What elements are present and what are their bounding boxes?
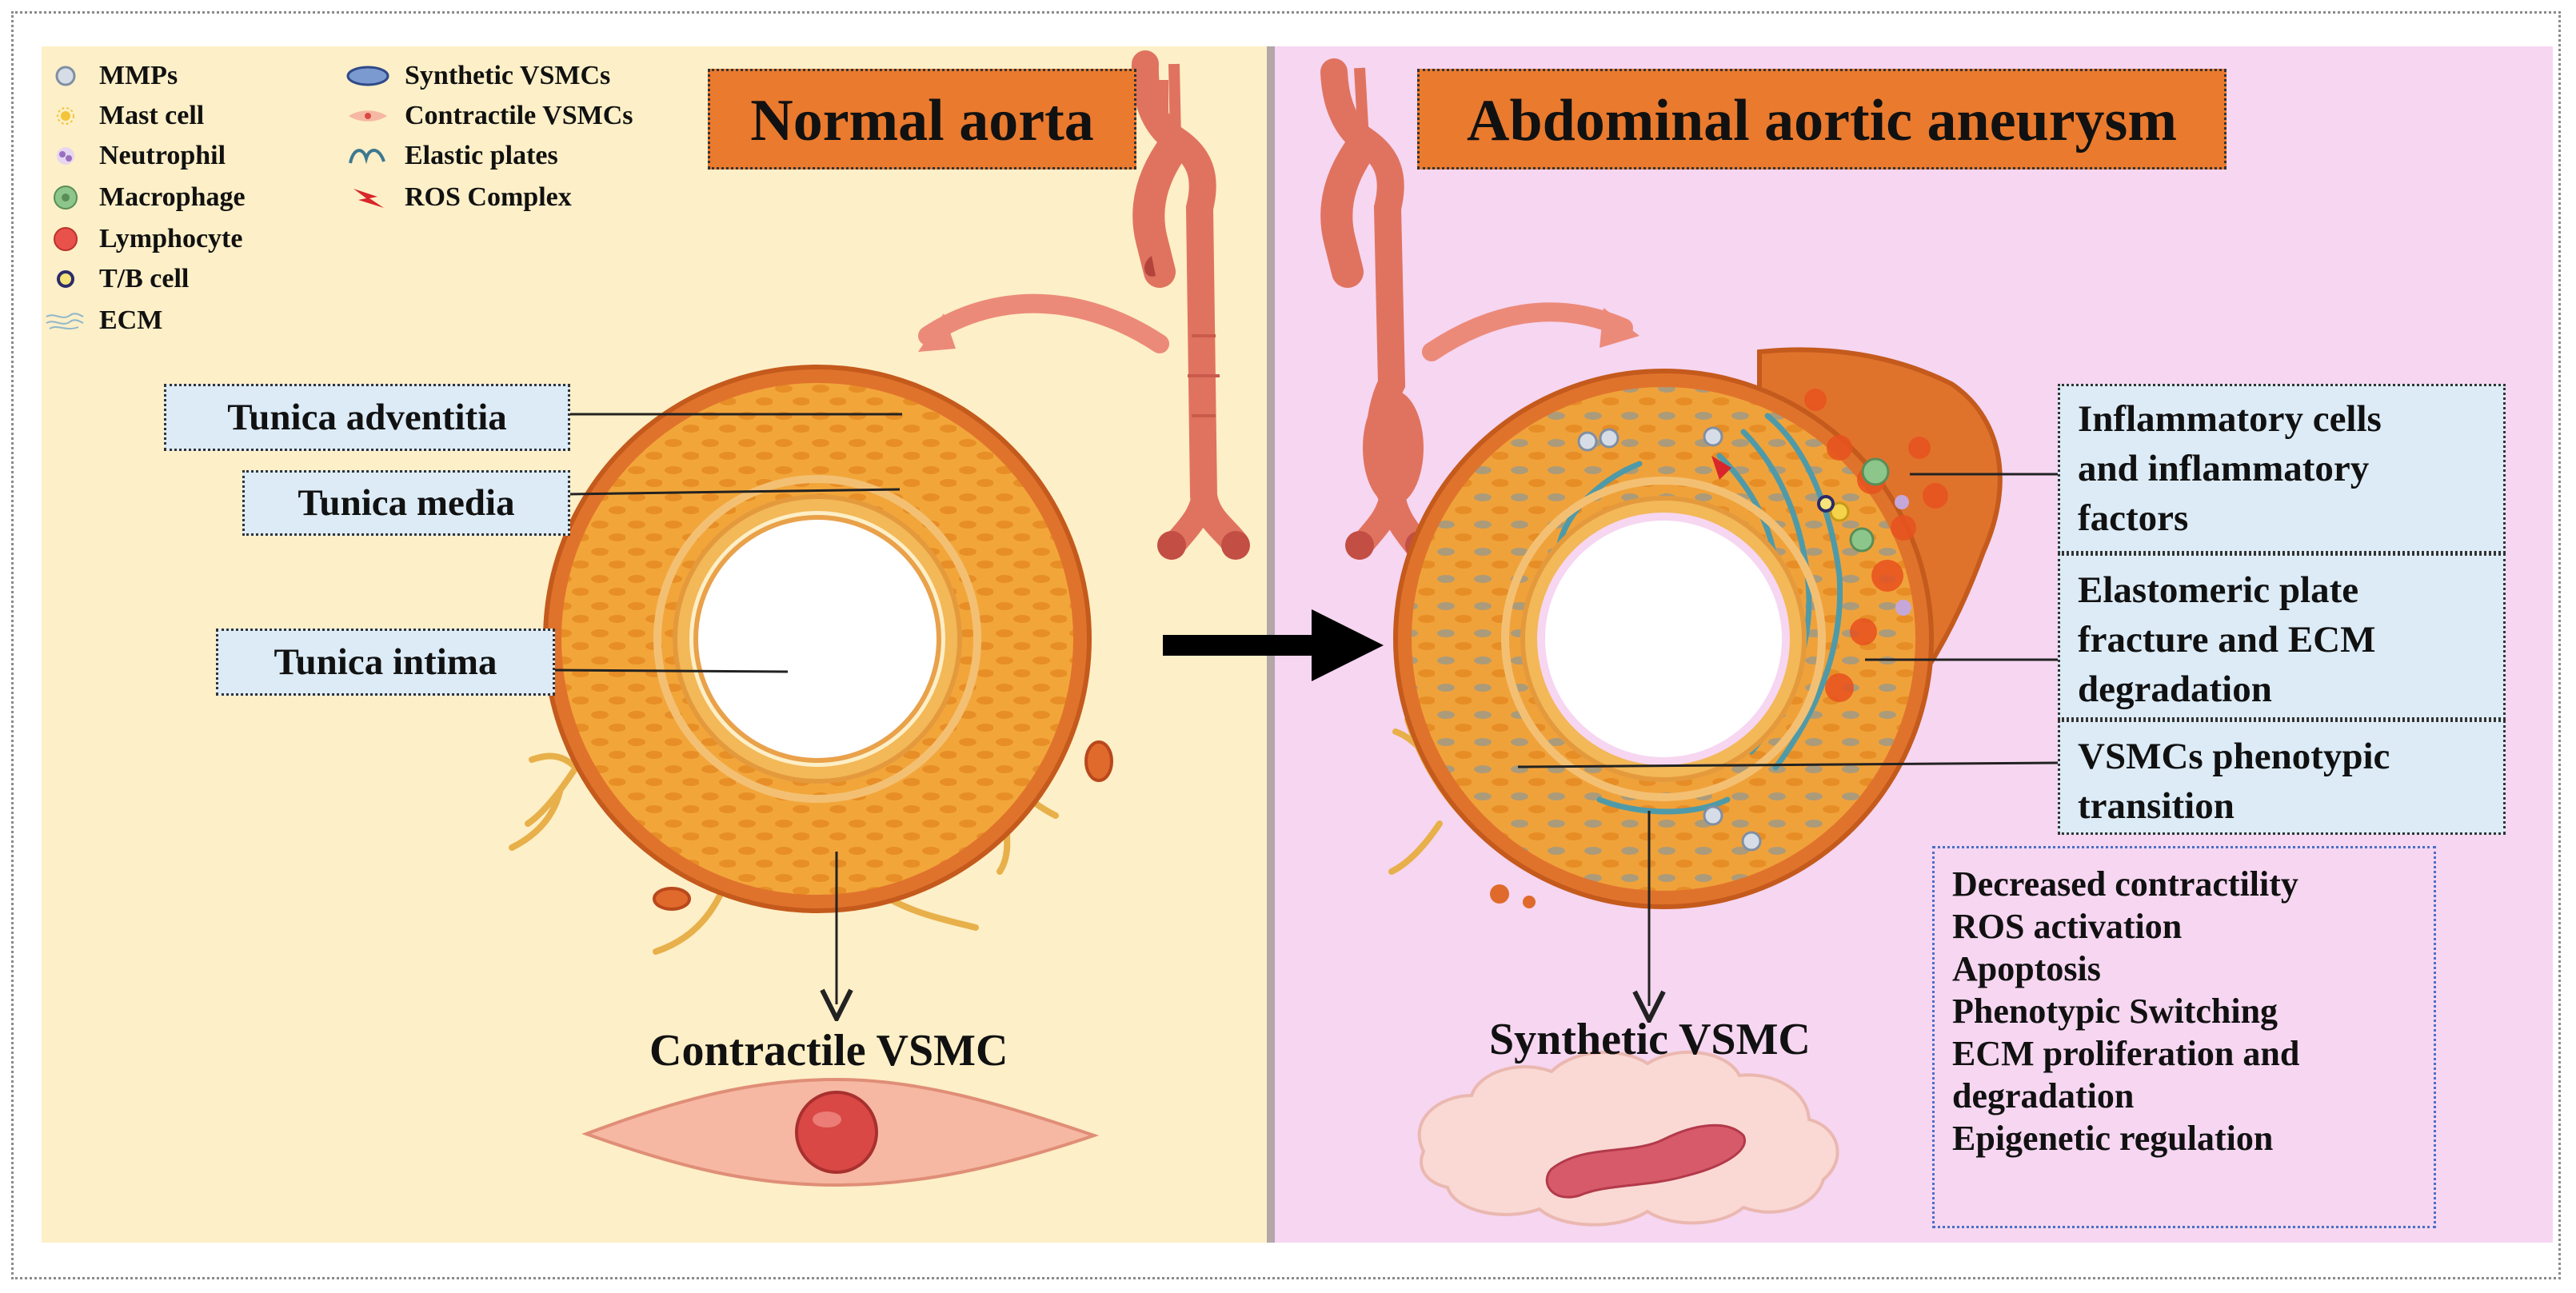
aneurysm-zoom-arrow: [1422, 302, 1633, 361]
aneurysm-effects-list: Decreased contractility ROS activation A…: [1932, 846, 2436, 1228]
mast-cell-icon: [53, 102, 85, 130]
synthetic-vsmc-caption: Synthetic VSMC: [1489, 1015, 1811, 1064]
normal-connector-lines: [554, 413, 902, 673]
vsmc-transition-label: VSMCs phenotypic transition: [2058, 720, 2506, 835]
legend-item-neutrophil: Neutrophil: [53, 141, 226, 171]
effect-item: ROS activation: [1952, 907, 2183, 946]
aneurysm-cross-section: [1388, 347, 2003, 909]
tunica-media-label: Tunica media: [242, 470, 570, 536]
normal-aorta-title: Normal aorta: [708, 69, 1136, 170]
lymphocyte-icon: [53, 225, 85, 253]
effect-item: Decreased contractility: [1952, 864, 2298, 904]
synthetic-vsmc-illustration: [1417, 1050, 1839, 1227]
aneurysm-title: Abdominal aortic aneurysm: [1417, 69, 2227, 170]
legend-item-ecm: ECM: [43, 305, 162, 336]
effect-item: degradation: [1952, 1076, 2135, 1115]
tunica-intima-label: Tunica intima: [216, 629, 555, 696]
figure-frame: [11, 11, 2561, 1279]
tb-cell-icon: [53, 265, 85, 293]
legend-item-contractile-vsmcs: Contractile VSMCs: [345, 101, 633, 131]
effect-item: Phenotypic Switching: [1952, 992, 2278, 1031]
normal-zoom-arrow: [918, 293, 1169, 353]
contractile-vsmc-caption: Contractile VSMC: [649, 1026, 1008, 1076]
effect-item: Epigenetic regulation: [1952, 1119, 2274, 1158]
neutrophil-icon: [53, 142, 85, 170]
legend-item-elastic-plates: Elastic plates: [345, 141, 558, 171]
normal-artery-illustration: [1131, 50, 1250, 560]
legend-item-mmps: MMPs: [53, 61, 178, 91]
legend-item-ros-complex: ROS Complex: [345, 182, 572, 213]
legend-item-tb-cell: T/B cell: [53, 264, 189, 294]
transition-arrow: [1163, 609, 1384, 681]
tunica-adventitia-label: Tunica adventitia: [164, 384, 570, 451]
legend-item-lymphocyte: Lymphocyte: [53, 224, 242, 254]
contractile-vsmc-icon: [345, 102, 390, 130]
normal-aorta-cross-section: [509, 365, 1113, 955]
effect-item: ECM proliferation and: [1952, 1034, 2300, 1073]
macrophage-icon: [53, 184, 85, 211]
ecm-icon: [43, 307, 85, 334]
aneurysm-artery-illustration: [1320, 58, 1434, 561]
aneurysm-connector-lines: [1517, 473, 2059, 768]
effect-item: Apoptosis: [1952, 949, 2101, 988]
elastic-plate-icon: [345, 142, 390, 170]
legend-item-synthetic-vsmcs: Synthetic VSMCs: [345, 61, 610, 91]
mmp-icon: [53, 62, 85, 90]
inflammatory-cells-label: Inflammatory cells and inflammatory fact…: [2058, 384, 2506, 553]
legend-item-mast-cell: Mast cell: [53, 101, 204, 131]
ros-complex-icon: [345, 184, 390, 211]
elastomeric-plate-label: Elastomeric plate fracture and ECM degra…: [2058, 553, 2506, 720]
legend-item-macrophage: Macrophage: [53, 182, 246, 213]
inflammatory-cell-cluster: [1817, 457, 1911, 616]
contractile-vsmc-illustration: [581, 1077, 1100, 1187]
synthetic-vsmc-icon: [345, 62, 390, 90]
